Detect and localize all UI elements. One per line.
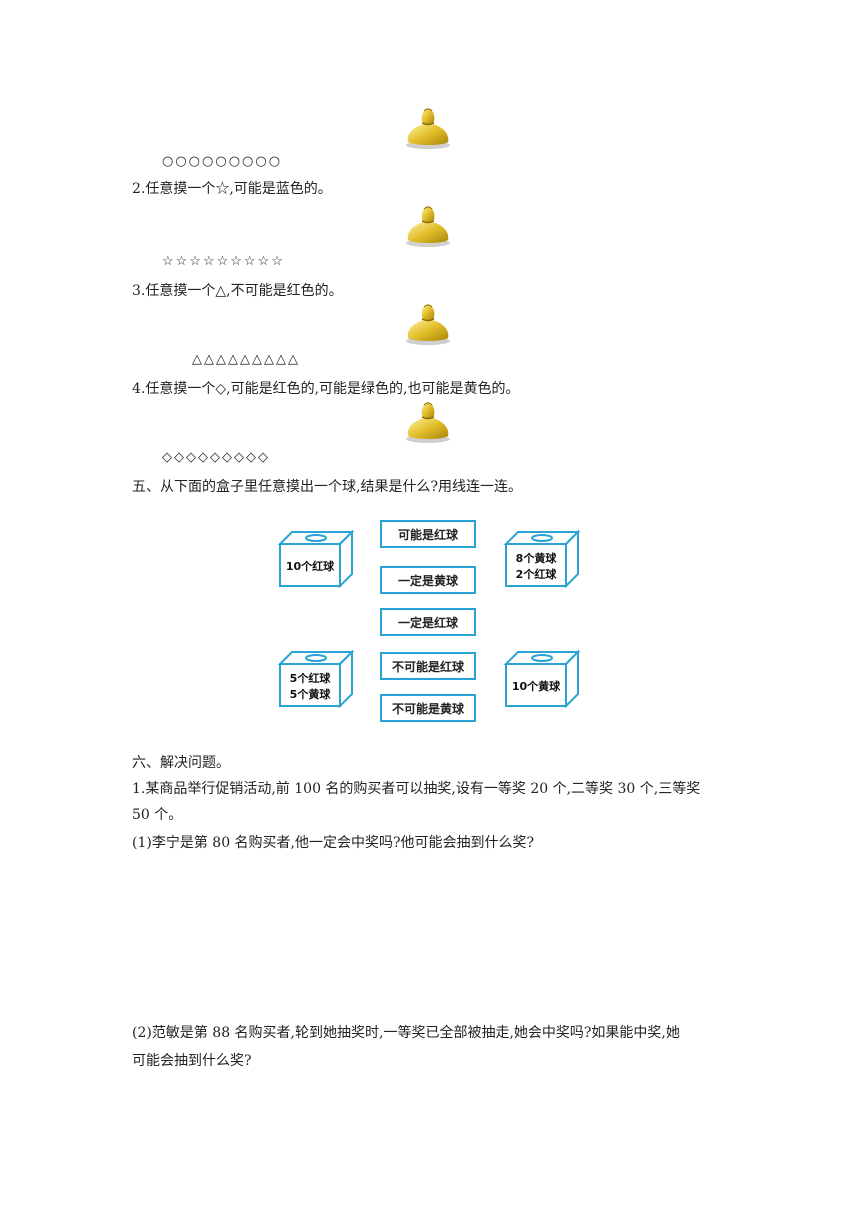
box-label: 5个红球 [290,671,332,685]
option-certainly-yellow[interactable]: 一定是黄球 [380,566,476,594]
box-label: 5个黄球 [290,687,332,701]
option-not-red[interactable]: 不可能是红球 [380,652,476,680]
box-label: 10个黄球 [512,679,561,693]
question-4: 4.任意摸一个◇,可能是红色的,可能是绿色的,也可能是黄色的。 [132,381,520,397]
circle-shapes-row: ○○○○○○○○○ [162,154,283,169]
section-5-heading: 五、从下面的盒子里任意摸出一个球,结果是什么?用线连一连。 [132,479,522,495]
question-2: 2.任意摸一个☆,可能是蓝色的。 [132,181,332,197]
box-label: 2个红球 [516,567,558,581]
box-8yellow-2red: 8个黄球 2个红球 [503,529,581,588]
bag-icon [402,202,454,248]
option-maybe-red[interactable]: 可能是红球 [380,520,476,548]
box-label: 10个红球 [286,559,335,573]
problem-1-sub1: (1)李宁是第 80 名购买者,他一定会中奖吗?他可能会抽到什么奖? [132,835,535,851]
diamond-shapes-row: ◇◇◇◇◇◇◇◇◇ [162,450,270,465]
star-shapes-row: ☆☆☆☆☆☆☆☆☆ [162,254,285,269]
box-10-red: 10个红球 [277,529,355,588]
bag-icon [402,104,454,150]
bag-icon [402,398,454,444]
triangle-shapes-row: △△△△△△△△△ [192,352,300,367]
problem-1-line2: 50 个。 [132,807,183,823]
option-not-yellow[interactable]: 不可能是黄球 [380,694,476,722]
question-3: 3.任意摸一个△,不可能是红色的。 [132,283,343,299]
problem-1-line1: 1.某商品举行促销活动,前 100 名的购买者可以抽奖,设有一等奖 20 个,二… [132,781,701,797]
option-certainly-red[interactable]: 一定是红球 [380,608,476,636]
problem-1-sub2-line1: (2)范敏是第 88 名购买者,轮到她抽奖时,一等奖已全部被抽走,她会中奖吗?如… [132,1025,680,1041]
box-5red-5yellow: 5个红球 5个黄球 [277,649,355,708]
box-label: 8个黄球 [516,551,558,565]
problem-1-sub2-line2: 可能会抽到什么奖? [132,1053,252,1069]
bag-icon [402,300,454,346]
section-6-heading: 六、解决问题。 [132,755,230,771]
box-10-yellow: 10个黄球 [503,649,581,708]
